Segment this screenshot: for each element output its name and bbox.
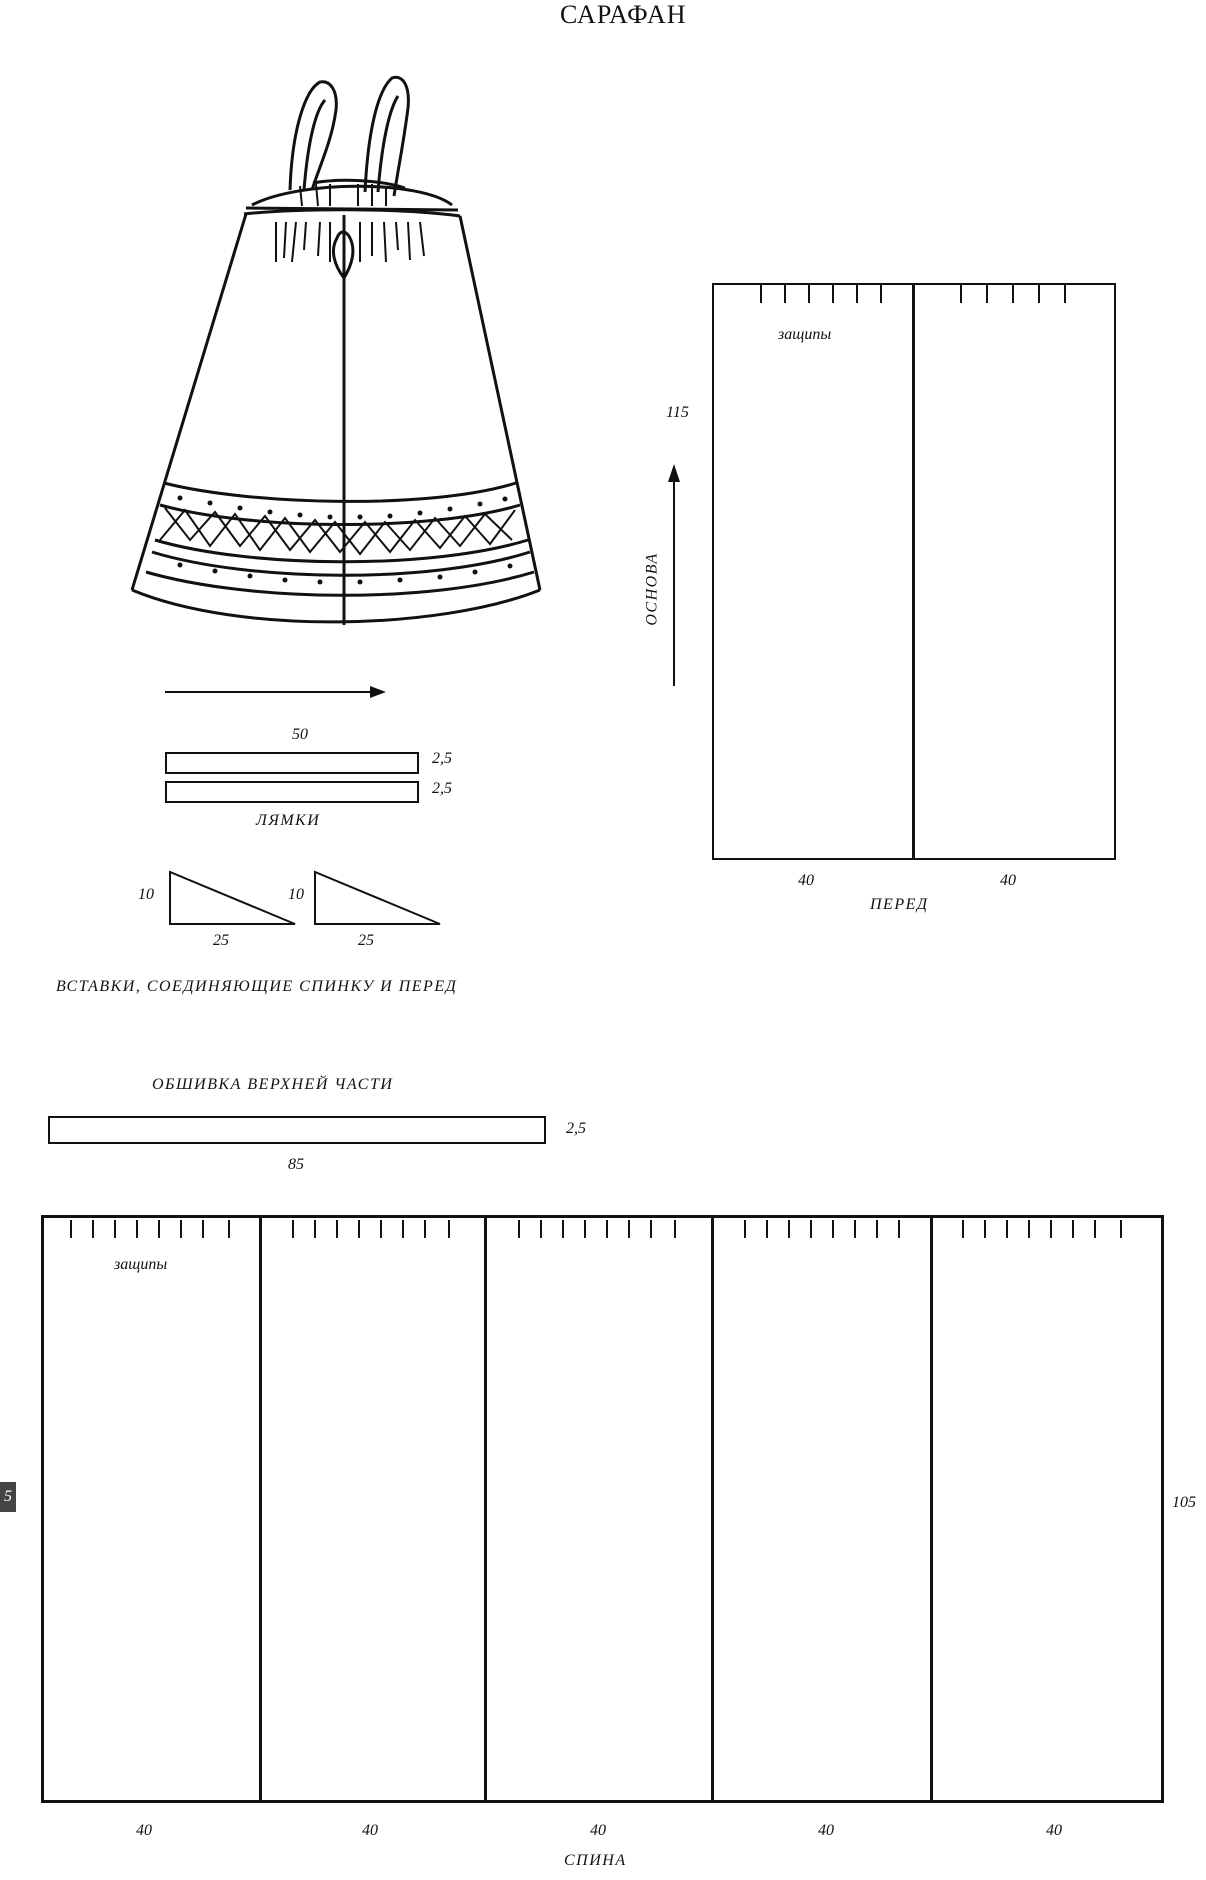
page-number-fragment: 5 <box>4 1488 12 1505</box>
back-panel-seam-4 <box>930 1215 933 1803</box>
back-width-label-3: 40 <box>590 1822 606 1839</box>
back-caption: СПИНА <box>564 1852 627 1869</box>
strap-piece-2 <box>165 781 419 803</box>
pattern-title: САРАФАН <box>560 0 687 29</box>
strap-length-label: 50 <box>292 726 308 743</box>
front-height-label: 115 <box>666 404 689 421</box>
back-height-label: 105 <box>1172 1494 1196 1511</box>
back-panel <box>41 1215 1164 1803</box>
back-width-label-5: 40 <box>1046 1822 1062 1839</box>
insert-base-label-1: 25 <box>213 932 229 949</box>
grain-label: ОСНОВА <box>643 552 661 626</box>
back-tucks-label: защипы <box>114 1256 168 1273</box>
straps-caption: ЛЯМКИ <box>256 812 321 829</box>
page-number-tab <box>0 1482 16 1512</box>
insert-triangle-1 <box>169 870 296 925</box>
front-panel-seam <box>912 283 915 860</box>
front-tucks-label: защипы <box>778 326 832 343</box>
back-panel-seam-3 <box>711 1215 714 1803</box>
inserts-caption: ВСТАВКИ, СОЕДИНЯЮЩИЕ СПИНКУ И ПЕРЕД <box>56 978 458 995</box>
facing-length-label: 85 <box>288 1156 304 1173</box>
strap-width-label-2: 2,5 <box>432 780 452 797</box>
front-width-label-2: 40 <box>1000 872 1016 889</box>
back-width-label-4: 40 <box>818 1822 834 1839</box>
strap-width-label-1: 2,5 <box>432 750 452 767</box>
facing-piece <box>48 1116 546 1144</box>
insert-base-label-2: 25 <box>358 932 374 949</box>
back-width-label-2: 40 <box>362 1822 378 1839</box>
insert-height-label-2: 10 <box>288 886 304 903</box>
front-width-label-1: 40 <box>798 872 814 889</box>
back-width-label-1: 40 <box>136 1822 152 1839</box>
strap-piece-1 <box>165 752 419 774</box>
facing-caption: ОБШИВКА ВЕРХНЕЙ ЧАСТИ <box>152 1076 394 1093</box>
facing-width-label: 2,5 <box>566 1120 586 1137</box>
front-caption: ПЕРЕД <box>870 896 929 913</box>
back-panel-seam-1 <box>259 1215 262 1803</box>
insert-triangle-2 <box>314 870 441 925</box>
insert-height-label-1: 10 <box>138 886 154 903</box>
back-panel-seam-2 <box>484 1215 487 1803</box>
